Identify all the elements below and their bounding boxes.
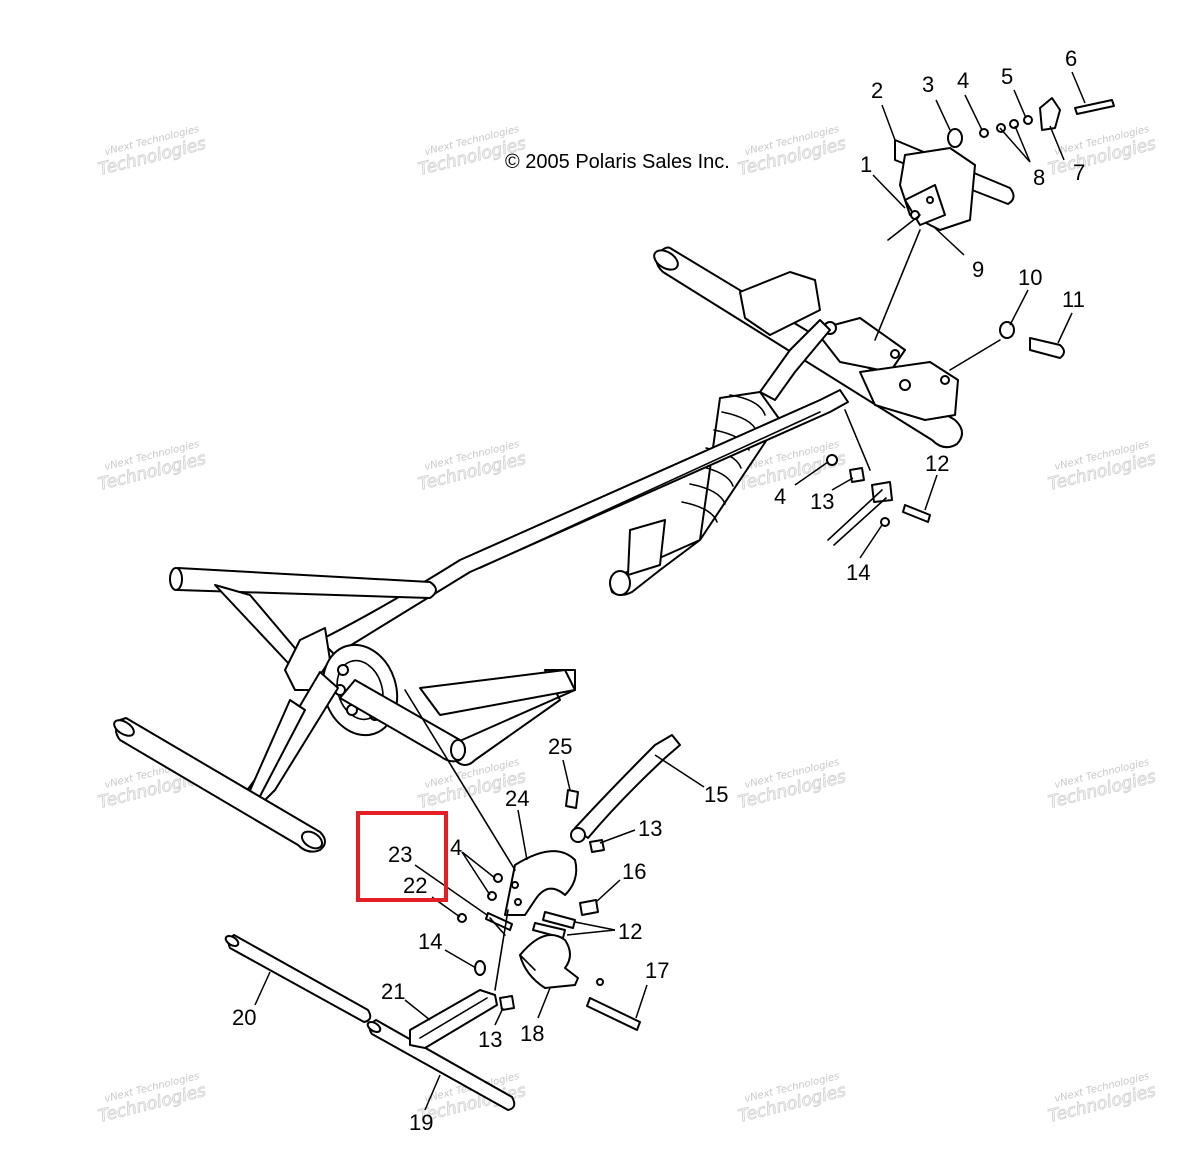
rear-lower-arm	[113, 671, 339, 853]
callout-4-upper: 4	[774, 484, 786, 509]
callout-12-upper: 12	[925, 451, 949, 476]
callout-14-upper: 14	[846, 560, 870, 585]
callout-5: 5	[1001, 64, 1013, 89]
callout-numbers: 1 2 3 4 5 6 7 8 9 10 11 12 4 13 14 15 13…	[232, 46, 1085, 1135]
callout-16: 16	[622, 859, 646, 884]
link-rods	[404, 689, 516, 991]
copyright-text: © 2005 Polaris Sales Inc.	[505, 151, 730, 173]
callout-9: 9	[972, 257, 984, 282]
callout-18: 18	[520, 1021, 544, 1046]
callout-12-lower: 12	[618, 919, 642, 944]
assembly-drawing	[113, 97, 1115, 1111]
callout-6: 6	[1065, 46, 1077, 71]
callout-13-mid: 13	[638, 816, 662, 841]
callout-4: 4	[957, 68, 969, 93]
callout-2: 2	[871, 78, 883, 103]
callout-20: 20	[232, 1005, 256, 1030]
highlight-box	[356, 811, 448, 902]
lower-shafts	[224, 934, 516, 1111]
callout-13-lower: 13	[478, 1027, 502, 1052]
callout-8: 8	[1033, 165, 1045, 190]
upper-pivot-assembly	[874, 97, 1115, 341]
main-rail	[319, 389, 849, 656]
callout-23: 23	[388, 842, 412, 867]
callout-4-lower: 4	[450, 835, 462, 860]
callout-25: 25	[548, 734, 572, 759]
callout-15: 15	[704, 782, 728, 807]
callout-22: 22	[403, 873, 427, 898]
callout-17: 17	[645, 958, 669, 983]
callout-1: 1	[860, 152, 872, 177]
bolt-10-11	[949, 321, 1065, 371]
leader-lines	[254, 71, 1086, 1111]
middle-small-parts	[826, 409, 931, 546]
callout-24: 24	[505, 786, 529, 811]
callout-10: 10	[1018, 265, 1042, 290]
callout-19: 19	[409, 1110, 433, 1135]
callout-21: 21	[381, 979, 405, 1004]
callout-11: 11	[1062, 287, 1085, 312]
callout-7: 7	[1073, 160, 1085, 185]
callout-13-upper: 13	[810, 489, 834, 514]
rear-hub	[284, 627, 466, 763]
callout-3: 3	[922, 72, 934, 97]
upper-brackets	[739, 271, 959, 421]
callout-14-lower: 14	[418, 929, 442, 954]
